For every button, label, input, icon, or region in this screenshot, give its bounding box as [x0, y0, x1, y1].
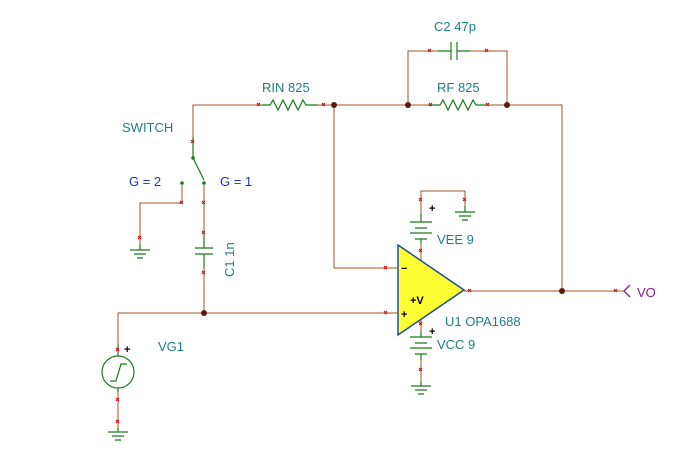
label-u1: U1 OPA1688: [445, 314, 521, 329]
junction-input: [201, 310, 207, 316]
label-switch: SWITCH: [122, 120, 173, 135]
label-vcc: VCC 9: [437, 337, 475, 352]
junction-inverting-node: [331, 102, 337, 108]
junction-feedback-right: [504, 102, 510, 108]
wire-g2-to-ground: [139, 185, 183, 244]
wire-non-inverting-input: [117, 312, 398, 345]
junction-feedback-left: [405, 102, 411, 108]
vee-plus-sign: +: [429, 203, 435, 215]
label-g2: G = 2: [129, 174, 161, 189]
pin-markers: [115, 48, 618, 424]
battery-vee[interactable]: +: [410, 203, 435, 243]
signal-source-vg1[interactable]: +: [101, 344, 135, 392]
opamp-u1[interactable]: − + +V: [397, 243, 466, 337]
label-rf: RF 825: [437, 80, 480, 95]
capacitor-c1[interactable]: [195, 235, 213, 268]
output-port-vo[interactable]: [623, 284, 631, 298]
opamp-plus-sign: +: [401, 309, 407, 321]
label-c1: C1 1n: [222, 242, 237, 277]
resistor-rf[interactable]: [428, 98, 486, 112]
ground-vee: [455, 206, 475, 221]
resistor-rin[interactable]: [262, 98, 318, 112]
label-rin: RIN 825: [262, 80, 310, 95]
opamp-body[interactable]: [397, 243, 466, 337]
label-vg1: VG1: [158, 339, 184, 354]
switch-common-contact: [191, 156, 195, 160]
labels: C2 47p RIN 825 RF 825 SWITCH G = 2 G = 1…: [122, 19, 656, 354]
switch[interactable]: [180, 137, 206, 185]
wire-vee-to-ground: [420, 190, 466, 214]
vg1-plus-sign: +: [124, 344, 130, 356]
opamp-minus-sign: −: [401, 263, 407, 275]
ground-vg1: [108, 428, 128, 441]
step-waveform-icon: [110, 363, 127, 382]
ground-vcc: [411, 382, 431, 395]
label-vee: VEE 9: [437, 232, 474, 247]
wire-rf-to-output: [486, 104, 563, 291]
wire-inverting-input: [333, 105, 398, 269]
wire-c2-left: [407, 50, 438, 105]
battery-vcc[interactable]: +: [410, 326, 435, 360]
label-vo: VO: [637, 285, 656, 300]
ground-switch: [130, 244, 150, 259]
capacitor-c2[interactable]: [438, 42, 470, 60]
switch-g1-contact: [202, 181, 206, 185]
vcc-plus-sign: +: [429, 326, 435, 338]
wire-c2-right: [470, 50, 508, 105]
switch-g2-contact: [180, 181, 184, 185]
label-g1: G = 1: [220, 174, 252, 189]
junction-output: [559, 288, 565, 294]
wire-switch-to-rin: [192, 104, 262, 137]
output-port-icon: [623, 284, 631, 298]
junctions: [201, 102, 565, 316]
wires: [117, 50, 624, 428]
label-c2: C2 47p: [434, 19, 476, 34]
opamp-supply-label: +V: [410, 295, 424, 307]
